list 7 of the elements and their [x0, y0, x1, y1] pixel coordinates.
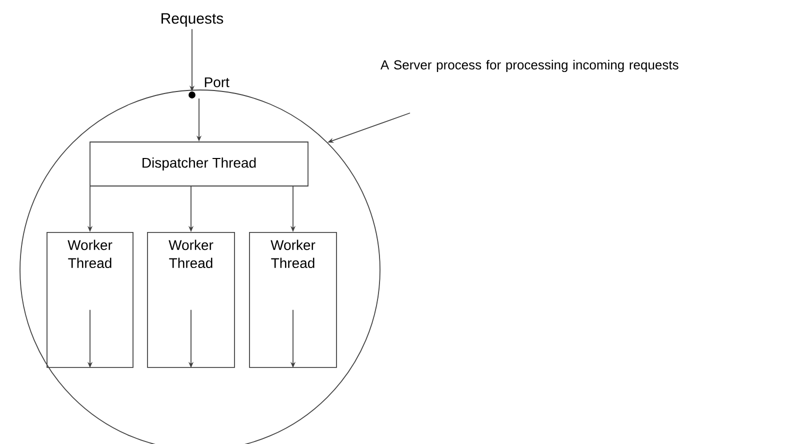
thread-box: Worker Thread — [147, 232, 235, 368]
thread-box: Dispatcher Thread — [90, 142, 308, 186]
annotation-text: A Server process for processing incoming requests — [380, 60, 678, 72]
thread-box: Worker Thread — [46, 232, 134, 368]
input-label: Requests — [162, 13, 224, 27]
thread-box: Worker Thread — [249, 232, 337, 368]
port-label: Port — [204, 77, 230, 88]
